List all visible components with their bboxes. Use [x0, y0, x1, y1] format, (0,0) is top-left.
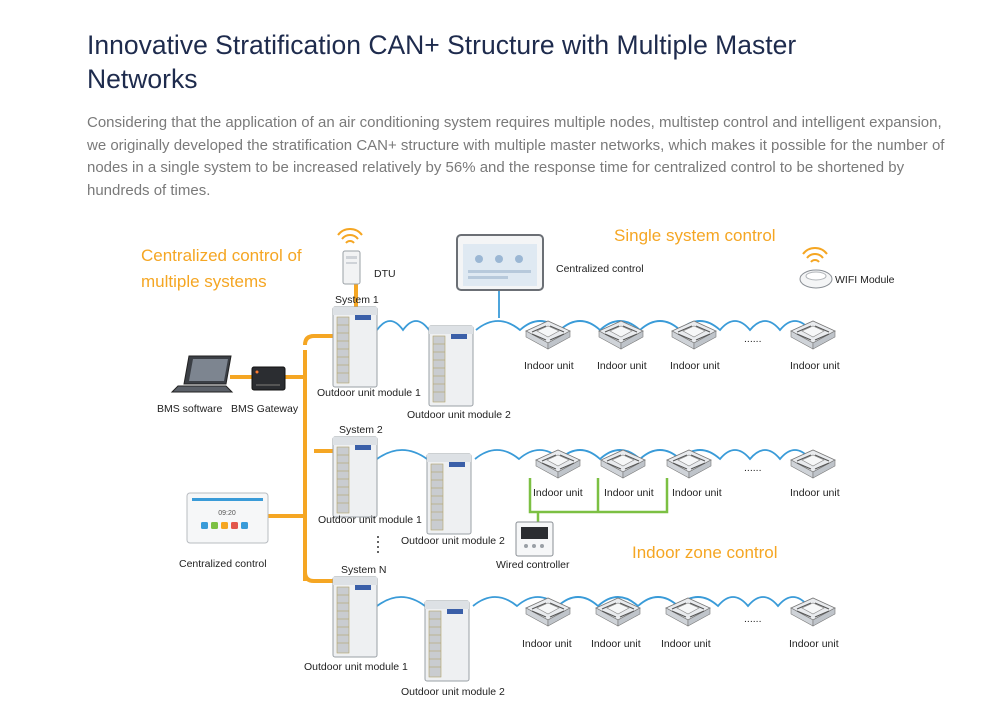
system-n-outdoor-unit-2	[424, 600, 470, 682]
system-2-indoor-label: Indoor unit	[533, 487, 583, 499]
wall-panel-label: Centralized control	[179, 558, 267, 570]
system-n-indoor-label: Indoor unit	[591, 638, 641, 650]
system-2-indoor-unit	[535, 449, 581, 479]
system-1-indoor-label: Indoor unit	[524, 360, 574, 372]
bms-gateway-label: BMS Gateway	[231, 403, 299, 415]
heading-central-line1: Centralized control of	[141, 246, 302, 265]
orange-bus	[230, 283, 358, 583]
system-2-indoor-label: Indoor unit	[672, 487, 722, 499]
system-1-indoor-unit	[671, 320, 717, 350]
system-n-indoor-label: Indoor unit	[661, 638, 711, 650]
system-1-ellipsis: ......	[744, 333, 762, 345]
wifi-module	[799, 247, 833, 289]
intro-paragraph: Considering that the application of an a…	[87, 114, 945, 199]
heading-single-system: Single system control	[614, 226, 776, 245]
bms-laptop-icon	[170, 355, 234, 393]
system-2-ellipsis: ......	[744, 462, 762, 474]
system-1-outdoor-2-label: Outdoor unit module 2	[407, 409, 511, 421]
system-n-outdoor-2-label: Outdoor unit module 2	[401, 686, 505, 698]
system-n-indoor-label: Indoor unit	[789, 638, 839, 650]
system-2-label: System 2	[339, 424, 383, 436]
system-2-indoor-label: Indoor unit	[790, 487, 840, 499]
system-n-indoor-label: Indoor unit	[522, 638, 572, 650]
touch-panel	[456, 234, 544, 291]
system-1-indoor-unit	[790, 320, 836, 350]
vertical-ellipsis	[377, 536, 379, 553]
system-1-label: System 1	[335, 294, 379, 306]
touch-panel-label: Centralized control	[556, 263, 644, 275]
green-bus	[528, 478, 669, 522]
dtu-device	[337, 228, 363, 285]
wall-panel-time: 09:20	[218, 510, 236, 517]
wired-controller-label: Wired controller	[496, 559, 570, 571]
page-title: Innovative Stratification CAN+ Structure…	[87, 30, 797, 94]
system-n-label: System N	[341, 564, 387, 576]
system-n-outdoor-unit-1	[332, 576, 378, 658]
system-n-ellipsis: ......	[744, 613, 762, 625]
wired-controller	[515, 521, 554, 557]
system-1-indoor-label: Indoor unit	[670, 360, 720, 372]
system-1-indoor-label: Indoor unit	[790, 360, 840, 372]
system-1-outdoor-unit-1	[332, 306, 378, 388]
wall-control-panel: 09:20	[186, 492, 269, 544]
system-2-outdoor-1-label: Outdoor unit module 1	[318, 514, 422, 526]
system-1-indoor-unit	[525, 320, 571, 350]
system-1-outdoor-1-label: Outdoor unit module 1	[317, 387, 421, 399]
dtu-label: DTU	[374, 268, 396, 280]
system-2-outdoor-2-label: Outdoor unit module 2	[401, 535, 505, 547]
system-2-outdoor-unit-1	[332, 436, 378, 518]
system-n-indoor-unit	[790, 597, 836, 627]
blue-bus	[376, 285, 811, 608]
bms-gateway-icon	[251, 366, 286, 391]
system-1-outdoor-unit-2	[428, 325, 474, 407]
system-1-indoor-label: Indoor unit	[597, 360, 647, 372]
system-2-outdoor-unit-2	[426, 453, 472, 535]
wifi-label: WIFI Module	[835, 274, 895, 286]
heading-central-line2: multiple systems	[141, 272, 267, 291]
bms-software-label: BMS software	[157, 403, 223, 415]
system-2-indoor-unit	[790, 449, 836, 479]
system-n-outdoor-1-label: Outdoor unit module 1	[304, 661, 408, 673]
heading-indoor-zone: Indoor zone control	[632, 543, 778, 562]
system-2-indoor-label: Indoor unit	[604, 487, 654, 499]
